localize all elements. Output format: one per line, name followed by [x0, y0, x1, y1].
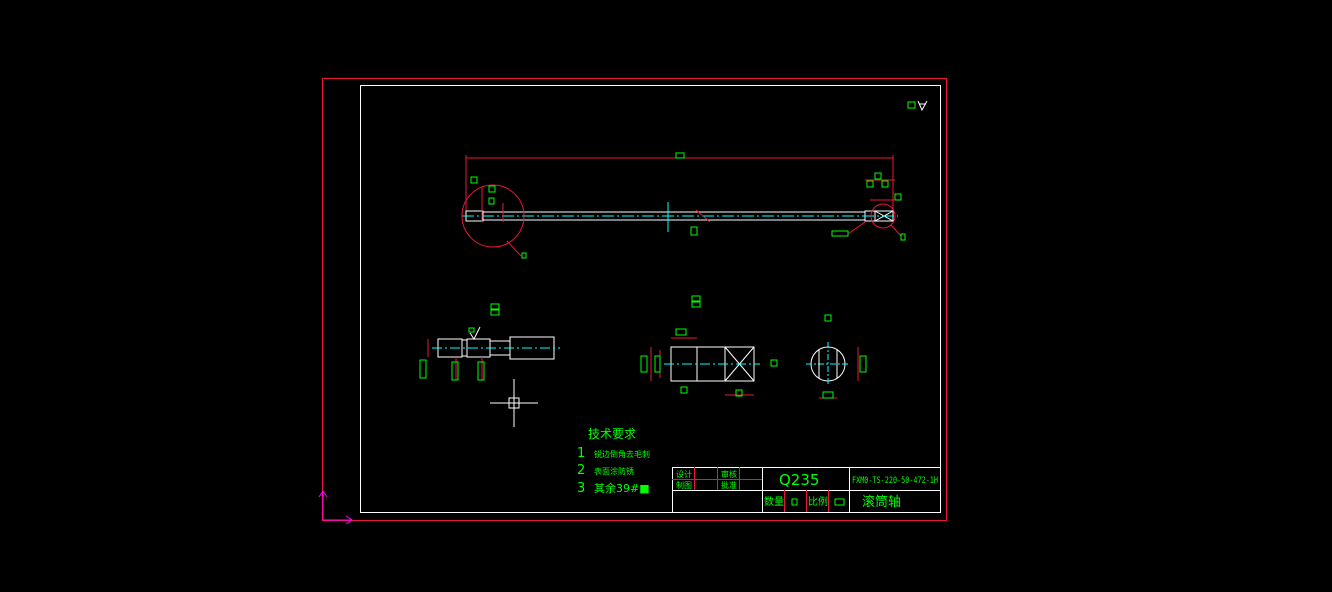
- main-shaft-view: [461, 152, 906, 259]
- tech-req-text-1: 锐边倒角去毛刺: [594, 449, 650, 459]
- ucs-icon: [318, 490, 353, 525]
- section-labels: [490, 295, 832, 322]
- tb-cell-3: 制图: [676, 480, 692, 490]
- outer-border: [322, 78, 947, 521]
- tech-req-heading: 技术要求: [588, 427, 636, 441]
- tb-cell-4: 批准: [721, 480, 737, 490]
- tech-req-text-2: 表面涂防锈: [594, 466, 634, 476]
- tech-req-text-3: 其余39#■: [594, 481, 650, 495]
- tech-req-num-2: 2: [577, 463, 585, 478]
- quantity-label: 数量: [764, 495, 784, 508]
- middle-end-detail: [640, 328, 778, 397]
- drawing-number-text: FXM0-TS-220-50-472-1H: [852, 476, 938, 486]
- scale-label: 比例: [808, 495, 828, 508]
- dimension-text-box: [675, 152, 685, 159]
- roughness-symbol: [907, 100, 928, 112]
- title-block: [672, 467, 941, 513]
- cross-section-view: [806, 342, 867, 399]
- part-name-text: 滚筒轴: [862, 494, 901, 510]
- tech-req-num-3: 3: [577, 481, 585, 496]
- left-end-detail: [419, 326, 560, 427]
- inner-frame: [360, 85, 941, 513]
- material-text: Q235: [779, 471, 819, 489]
- tb-cell-2: 审核: [721, 469, 737, 479]
- tb-cell-1: 设计: [676, 469, 692, 479]
- tech-req-num-1: 1: [577, 446, 585, 461]
